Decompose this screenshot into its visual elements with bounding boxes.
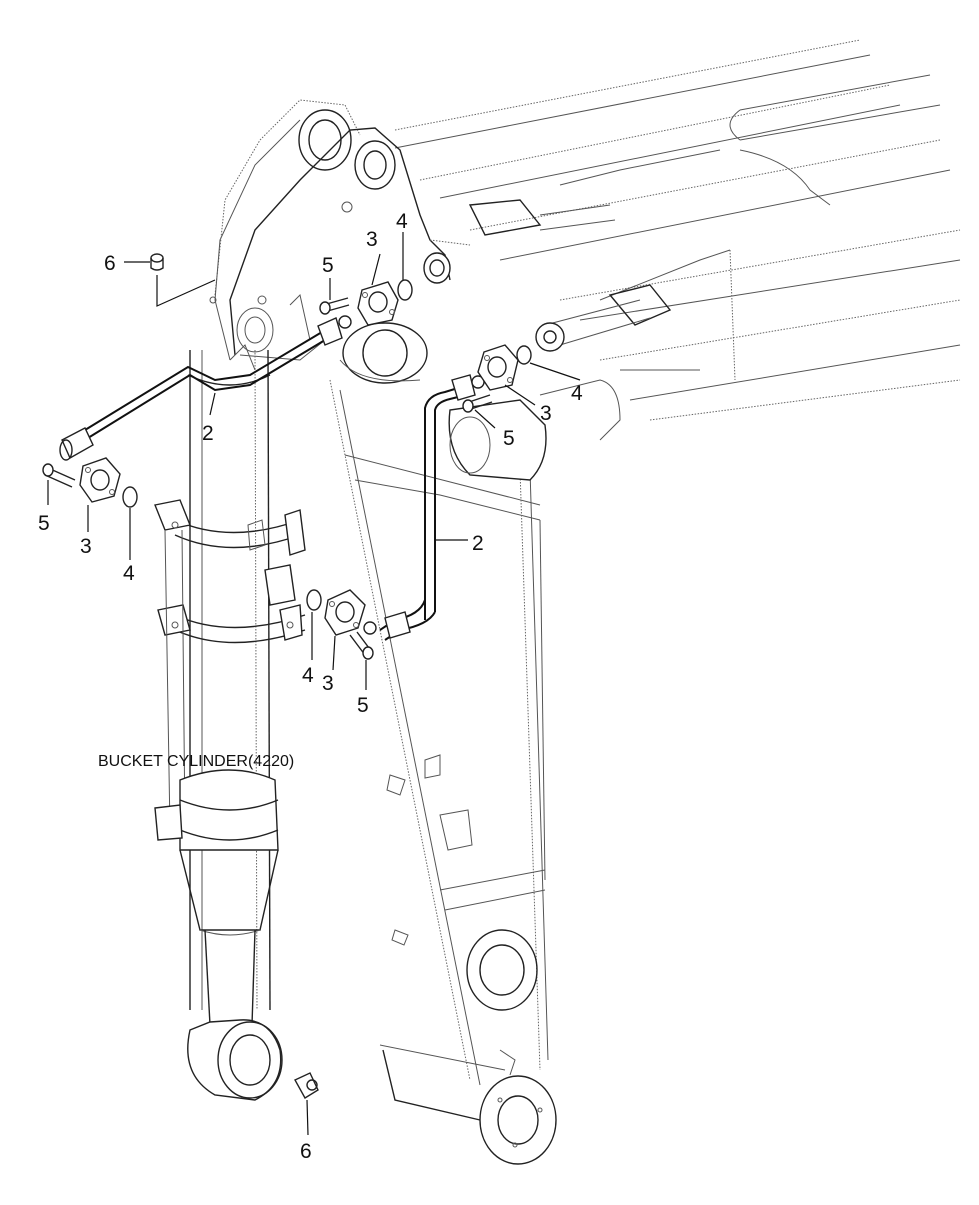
flange-3-upper bbox=[357, 281, 399, 326]
bolt-5-left bbox=[42, 463, 76, 488]
pipe-2-left bbox=[59, 315, 352, 461]
label-4-left: 4 bbox=[123, 562, 135, 585]
label-6-upper: 6 bbox=[104, 252, 116, 275]
label-4-upper: 4 bbox=[396, 210, 408, 233]
oring-4-lower bbox=[306, 589, 322, 611]
label-3-lower: 3 bbox=[322, 672, 334, 695]
plug-6-upper bbox=[150, 253, 164, 271]
label-2-left: 2 bbox=[202, 422, 214, 445]
label-4-lower: 4 bbox=[302, 664, 314, 687]
bolt-5-right bbox=[462, 394, 493, 413]
plug-6-lower bbox=[294, 1072, 319, 1099]
flange-3-right bbox=[477, 344, 519, 391]
bucket-cylinder bbox=[154, 344, 306, 1101]
label-5-right: 5 bbox=[503, 427, 515, 450]
label-5-upper: 5 bbox=[322, 254, 334, 277]
pipe-2-right bbox=[363, 374, 485, 641]
label-3-upper: 3 bbox=[366, 228, 378, 251]
bolt-5-lower bbox=[349, 631, 374, 660]
upper-bracket bbox=[209, 99, 471, 384]
oring-4-right bbox=[516, 345, 532, 365]
oring-4-upper bbox=[397, 279, 413, 301]
label-3-right: 3 bbox=[540, 402, 552, 425]
leader-lines bbox=[47, 232, 581, 1136]
oring-4-left bbox=[122, 486, 138, 508]
flange-3-lower bbox=[324, 589, 366, 636]
flange-3-left bbox=[79, 457, 121, 503]
label-6-lower: 6 bbox=[300, 1140, 312, 1163]
part-labels: 6 2 5 3 4 5 3 4 3 4 5 2 4 3 5 6 BUCKET C… bbox=[38, 210, 583, 1163]
label-5-lower: 5 bbox=[357, 694, 369, 717]
bolt-5-upper bbox=[319, 297, 350, 315]
arm-beam bbox=[329, 379, 621, 1165]
arm-structure bbox=[394, 39, 961, 421]
label-4-right: 4 bbox=[571, 382, 583, 405]
label-5-left: 5 bbox=[38, 512, 50, 535]
bucket-cylinder-caption: BUCKET CYLINDER(4220) bbox=[98, 753, 294, 770]
label-2-right: 2 bbox=[472, 532, 484, 555]
label-3-left: 3 bbox=[80, 535, 92, 558]
